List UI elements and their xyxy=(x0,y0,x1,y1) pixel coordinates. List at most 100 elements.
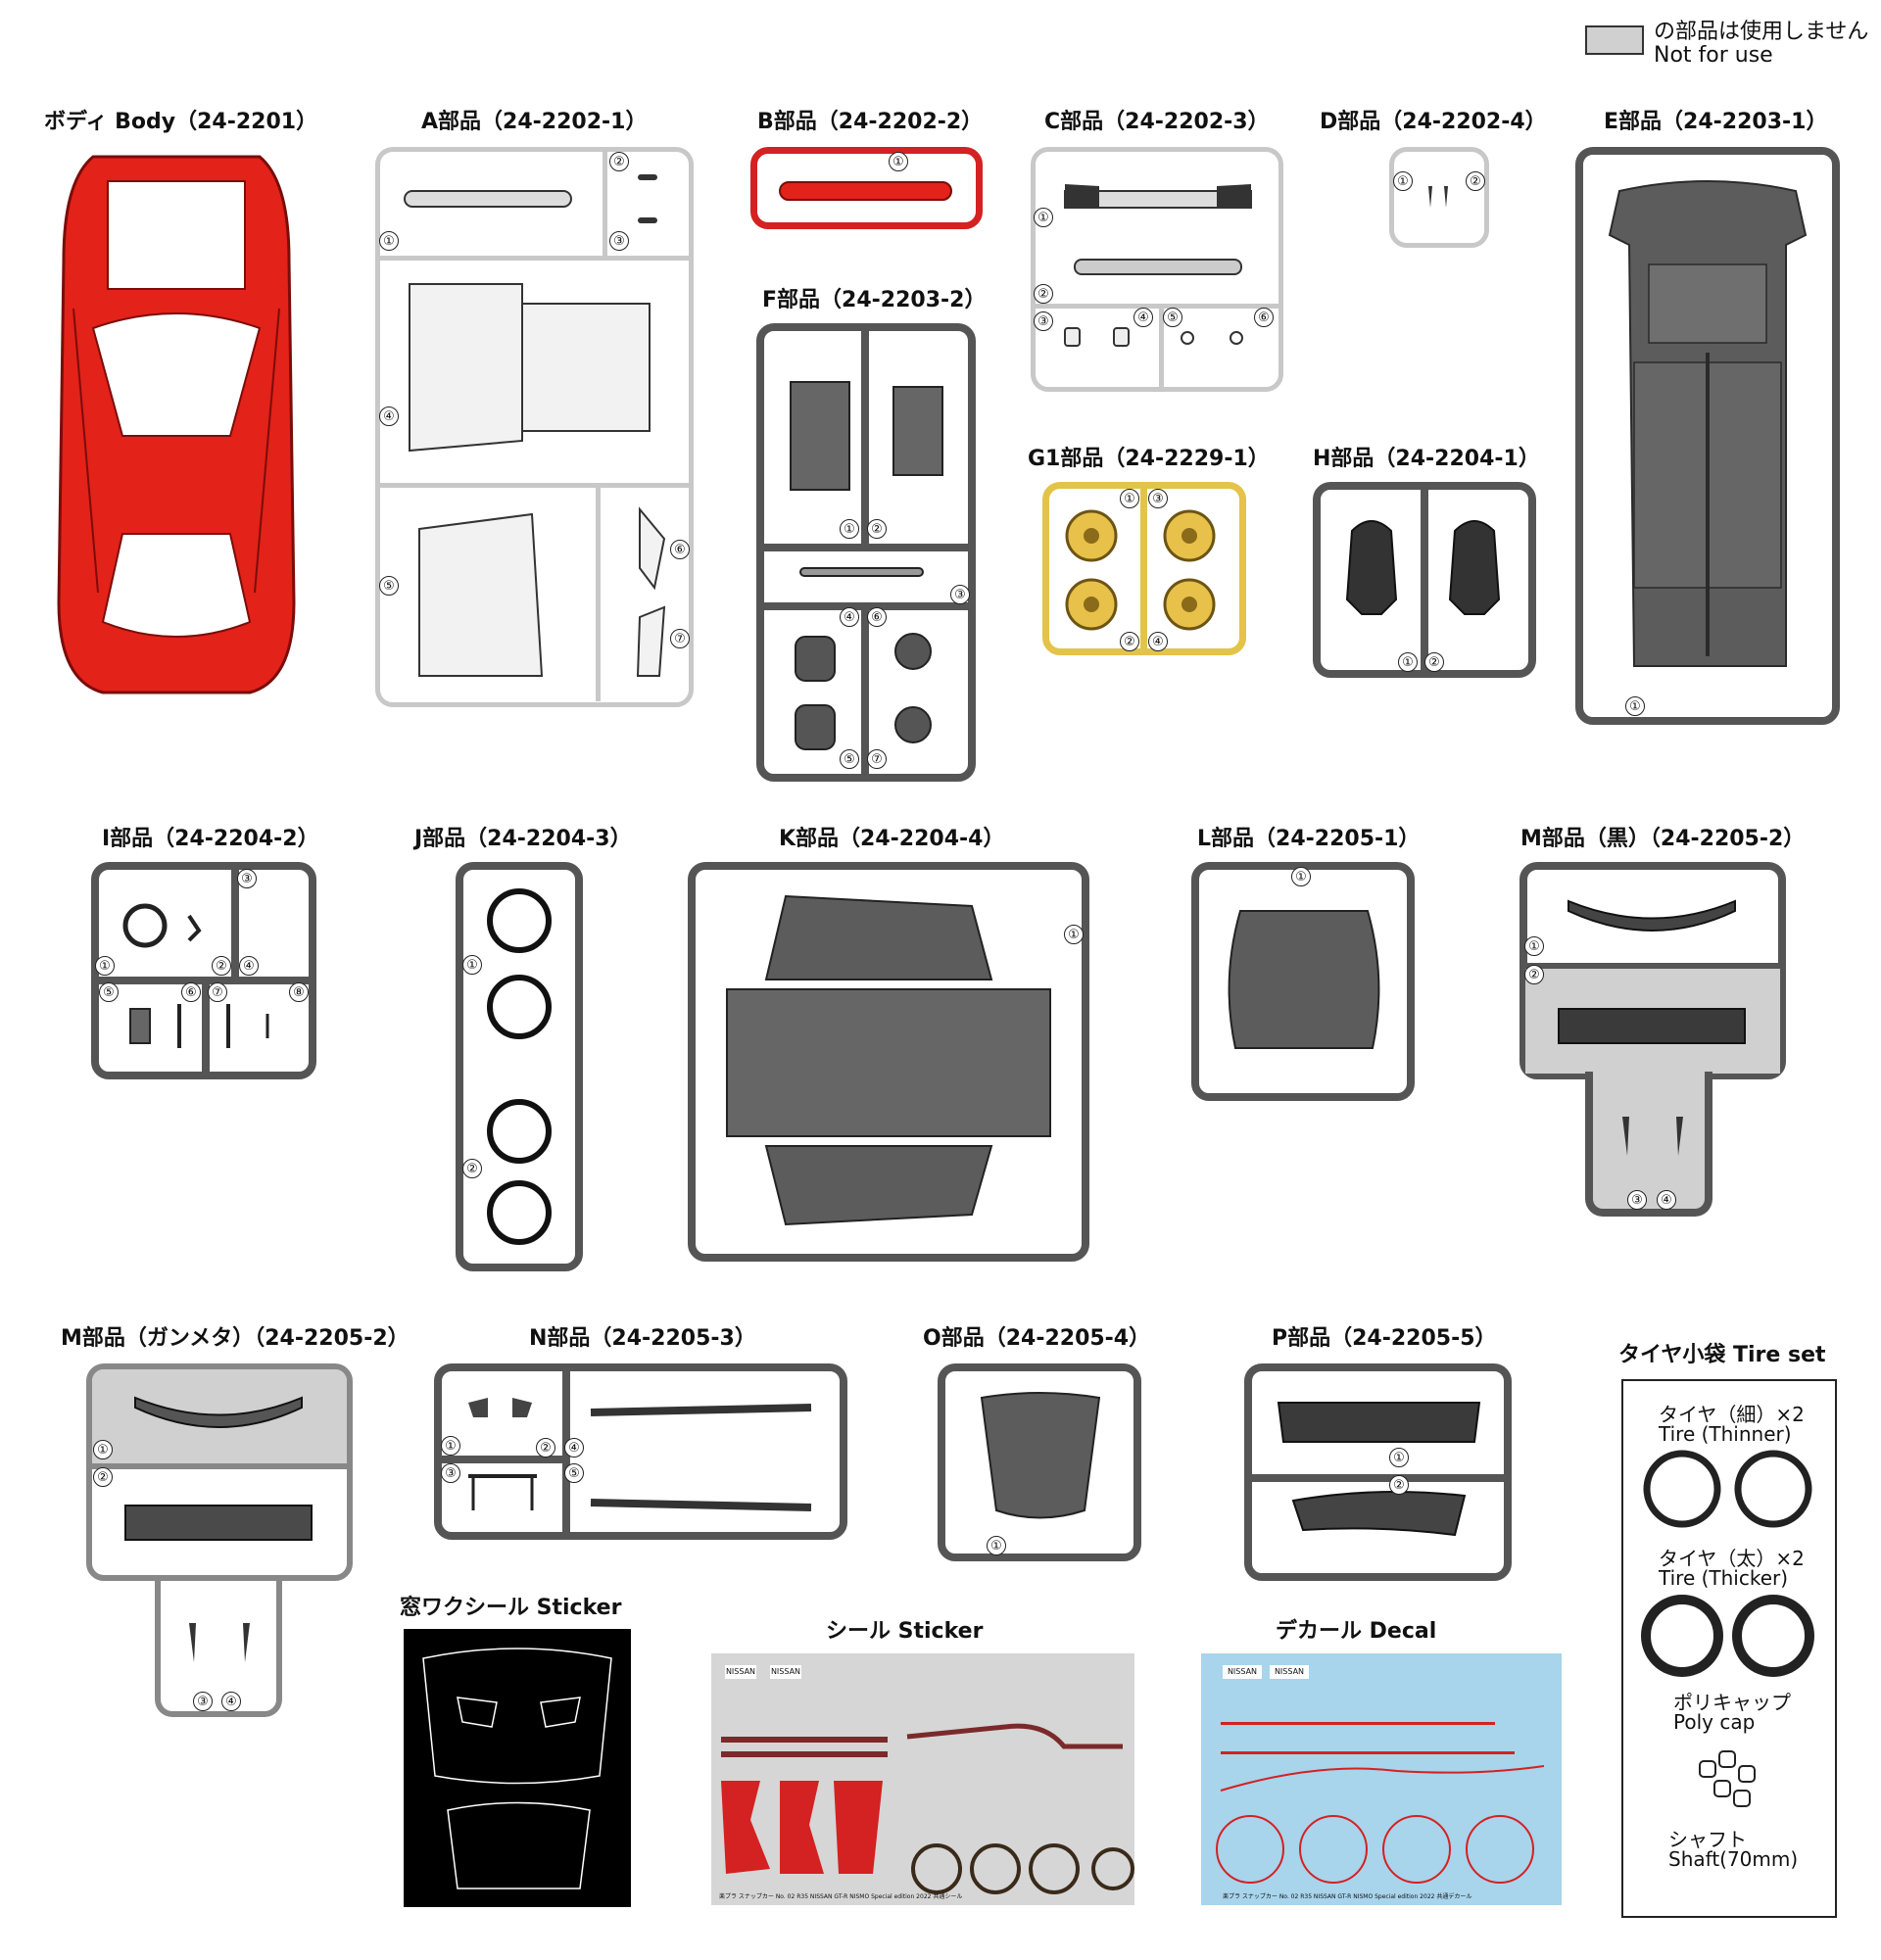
tire-thin-jp: タイヤ（細）×2 xyxy=(1659,1403,1805,1426)
part-n-num-2: ② xyxy=(536,1438,555,1458)
part-a-num-2: ② xyxy=(609,152,629,171)
part-m-gun-num-3: ③ xyxy=(193,1692,213,1711)
part-a-title: A部品（24-2202-1） xyxy=(421,110,648,134)
part-c-num-1: ① xyxy=(1034,208,1053,227)
part-d-drawings xyxy=(1428,186,1448,208)
part-f-num-2: ② xyxy=(867,519,887,539)
part-g1-num-1: ① xyxy=(1120,489,1139,508)
part-a-num-7: ⑦ xyxy=(670,629,690,648)
part-p-num-2: ② xyxy=(1389,1475,1409,1495)
part-e-chassis-drawing xyxy=(1608,180,1808,667)
part-n-num-1: ① xyxy=(441,1436,460,1456)
part-i-num-5: ⑤ xyxy=(99,982,119,1002)
part-m-gun-drawings xyxy=(124,1396,313,1662)
part-i-title: I部品（24-2204-2） xyxy=(102,827,319,851)
part-c-drawings xyxy=(1064,184,1252,347)
seal-sticker-sheet: NISSAN NISSAN 楽プラ スナップカー No. 02 R35 NISS… xyxy=(711,1653,1134,1905)
decal-nissan-label-2: NISSAN xyxy=(1270,1665,1309,1679)
part-i-drawings xyxy=(122,903,269,1048)
part-o-num-1: ① xyxy=(987,1536,1006,1555)
legend-swatch xyxy=(1585,25,1644,55)
part-m-gun-num-2: ② xyxy=(93,1467,113,1487)
part-a-num-4: ④ xyxy=(379,406,399,426)
part-f-num-7: ⑦ xyxy=(867,749,887,769)
part-i-num-8: ⑧ xyxy=(289,982,309,1002)
part-m-gun-title: M部品（ガンメタ）（24-2205-2） xyxy=(61,1326,410,1351)
part-i-num-1: ① xyxy=(95,956,115,976)
decal-nissan-label-1: NISSAN xyxy=(1223,1665,1262,1679)
part-h-num-1: ① xyxy=(1398,652,1418,672)
part-c-num-3: ③ xyxy=(1034,311,1053,331)
legend-text-jp: の部品は使用しません xyxy=(1654,20,1869,44)
poly-cap-jp: ポリキャップ xyxy=(1673,1691,1791,1714)
part-k-chassis-drawing xyxy=(726,894,1051,1226)
part-g1-num-4: ④ xyxy=(1148,632,1168,651)
seal-footer: 楽プラ スナップカー No. 02 R35 NISSAN GT-R NISMO … xyxy=(719,1893,963,1900)
part-j-title: J部品（24-2204-3） xyxy=(414,827,632,851)
tire-set-title: タイヤ小袋 Tire set xyxy=(1618,1343,1826,1367)
part-g1-wheels xyxy=(1065,509,1216,631)
part-i-num-4: ④ xyxy=(239,956,259,976)
body-shell-drawing xyxy=(57,155,296,694)
part-f-title: F部品（24-2203-2） xyxy=(762,288,987,312)
part-f-num-1: ① xyxy=(840,519,859,539)
part-a-num-3: ③ xyxy=(609,231,629,251)
part-n-num-3: ③ xyxy=(441,1463,460,1483)
part-l-title: L部品（24-2205-1） xyxy=(1197,827,1421,851)
part-a-drawings xyxy=(404,174,666,677)
tire-thick-jp: タイヤ（太）×2 xyxy=(1659,1547,1805,1570)
part-d-num-1: ① xyxy=(1393,171,1413,191)
part-f-num-4: ④ xyxy=(840,607,859,627)
part-m-gun-num-4: ④ xyxy=(221,1692,241,1711)
part-l-num-1: ① xyxy=(1291,867,1311,886)
part-j-frame xyxy=(456,862,583,1271)
part-m-black-num-1: ① xyxy=(1524,936,1544,956)
tire-set-drawings xyxy=(1641,1450,1814,1807)
part-c-title: C部品（24-2202-3） xyxy=(1044,110,1270,134)
part-e-num-1: ① xyxy=(1625,696,1645,716)
decal-sheet: NISSAN NISSAN 楽プラ スナップカー No. 02 R35 NISS… xyxy=(1201,1653,1562,1905)
part-o-roof xyxy=(980,1392,1101,1519)
part-j-wheels xyxy=(487,888,552,1245)
part-j-num-1: ① xyxy=(462,955,482,975)
part-i-num-6: ⑥ xyxy=(181,982,201,1002)
seal-nissan-label-2: NISSAN xyxy=(770,1665,801,1679)
part-f-num-3: ③ xyxy=(950,585,970,604)
part-n-num-4: ④ xyxy=(564,1438,584,1458)
part-c-num-2: ② xyxy=(1034,284,1053,304)
part-i-frame xyxy=(91,862,316,1079)
part-j-num-2: ② xyxy=(462,1159,482,1178)
part-g1-title: G1部品（24-2229-1） xyxy=(1028,447,1270,471)
part-i-num-3: ③ xyxy=(237,869,257,888)
tire-thin-en: Tire (Thinner) xyxy=(1659,1422,1792,1446)
part-i-num-2: ② xyxy=(212,956,231,976)
part-i-num-7: ⑦ xyxy=(208,982,227,1002)
part-c-num-4: ④ xyxy=(1133,308,1153,327)
part-k-title: K部品（24-2204-4） xyxy=(779,827,1005,851)
part-g1-num-2: ② xyxy=(1120,632,1139,651)
seal-sticker-title: シール Sticker xyxy=(826,1619,984,1644)
seal-nissan-label-1: NISSAN xyxy=(725,1665,756,1679)
part-d-title: D部品（24-2202-4） xyxy=(1320,110,1547,134)
part-n-num-5: ⑤ xyxy=(564,1463,584,1483)
part-n-title: N部品（24-2205-3） xyxy=(529,1326,756,1351)
part-m-black-num-2: ② xyxy=(1524,965,1544,984)
shaft-jp: シャフト xyxy=(1668,1828,1747,1851)
part-h-title: H部品（24-2204-1） xyxy=(1313,447,1540,471)
part-l-hood xyxy=(1228,910,1380,1049)
shaft-en: Shaft(70mm) xyxy=(1668,1847,1799,1871)
part-b-title: B部品（24-2202-2） xyxy=(757,110,984,134)
part-p-drawings xyxy=(1277,1402,1481,1537)
part-m-gun-num-1: ① xyxy=(93,1440,113,1459)
part-o-title: O部品（24-2205-4） xyxy=(923,1326,1151,1351)
part-p-title: P部品（24-2205-5） xyxy=(1272,1326,1497,1351)
part-m-black-num-4: ④ xyxy=(1657,1190,1676,1210)
part-c-num-5: ⑤ xyxy=(1163,308,1182,327)
part-p-frame xyxy=(1244,1363,1512,1581)
part-d-num-2: ② xyxy=(1466,171,1485,191)
window-sticker-sheet xyxy=(404,1629,631,1907)
part-b-drawings xyxy=(779,181,952,201)
tire-thick-en: Tire (Thicker) xyxy=(1659,1566,1789,1590)
part-n-drawings xyxy=(468,1398,812,1511)
part-a-num-6: ⑥ xyxy=(670,540,690,559)
